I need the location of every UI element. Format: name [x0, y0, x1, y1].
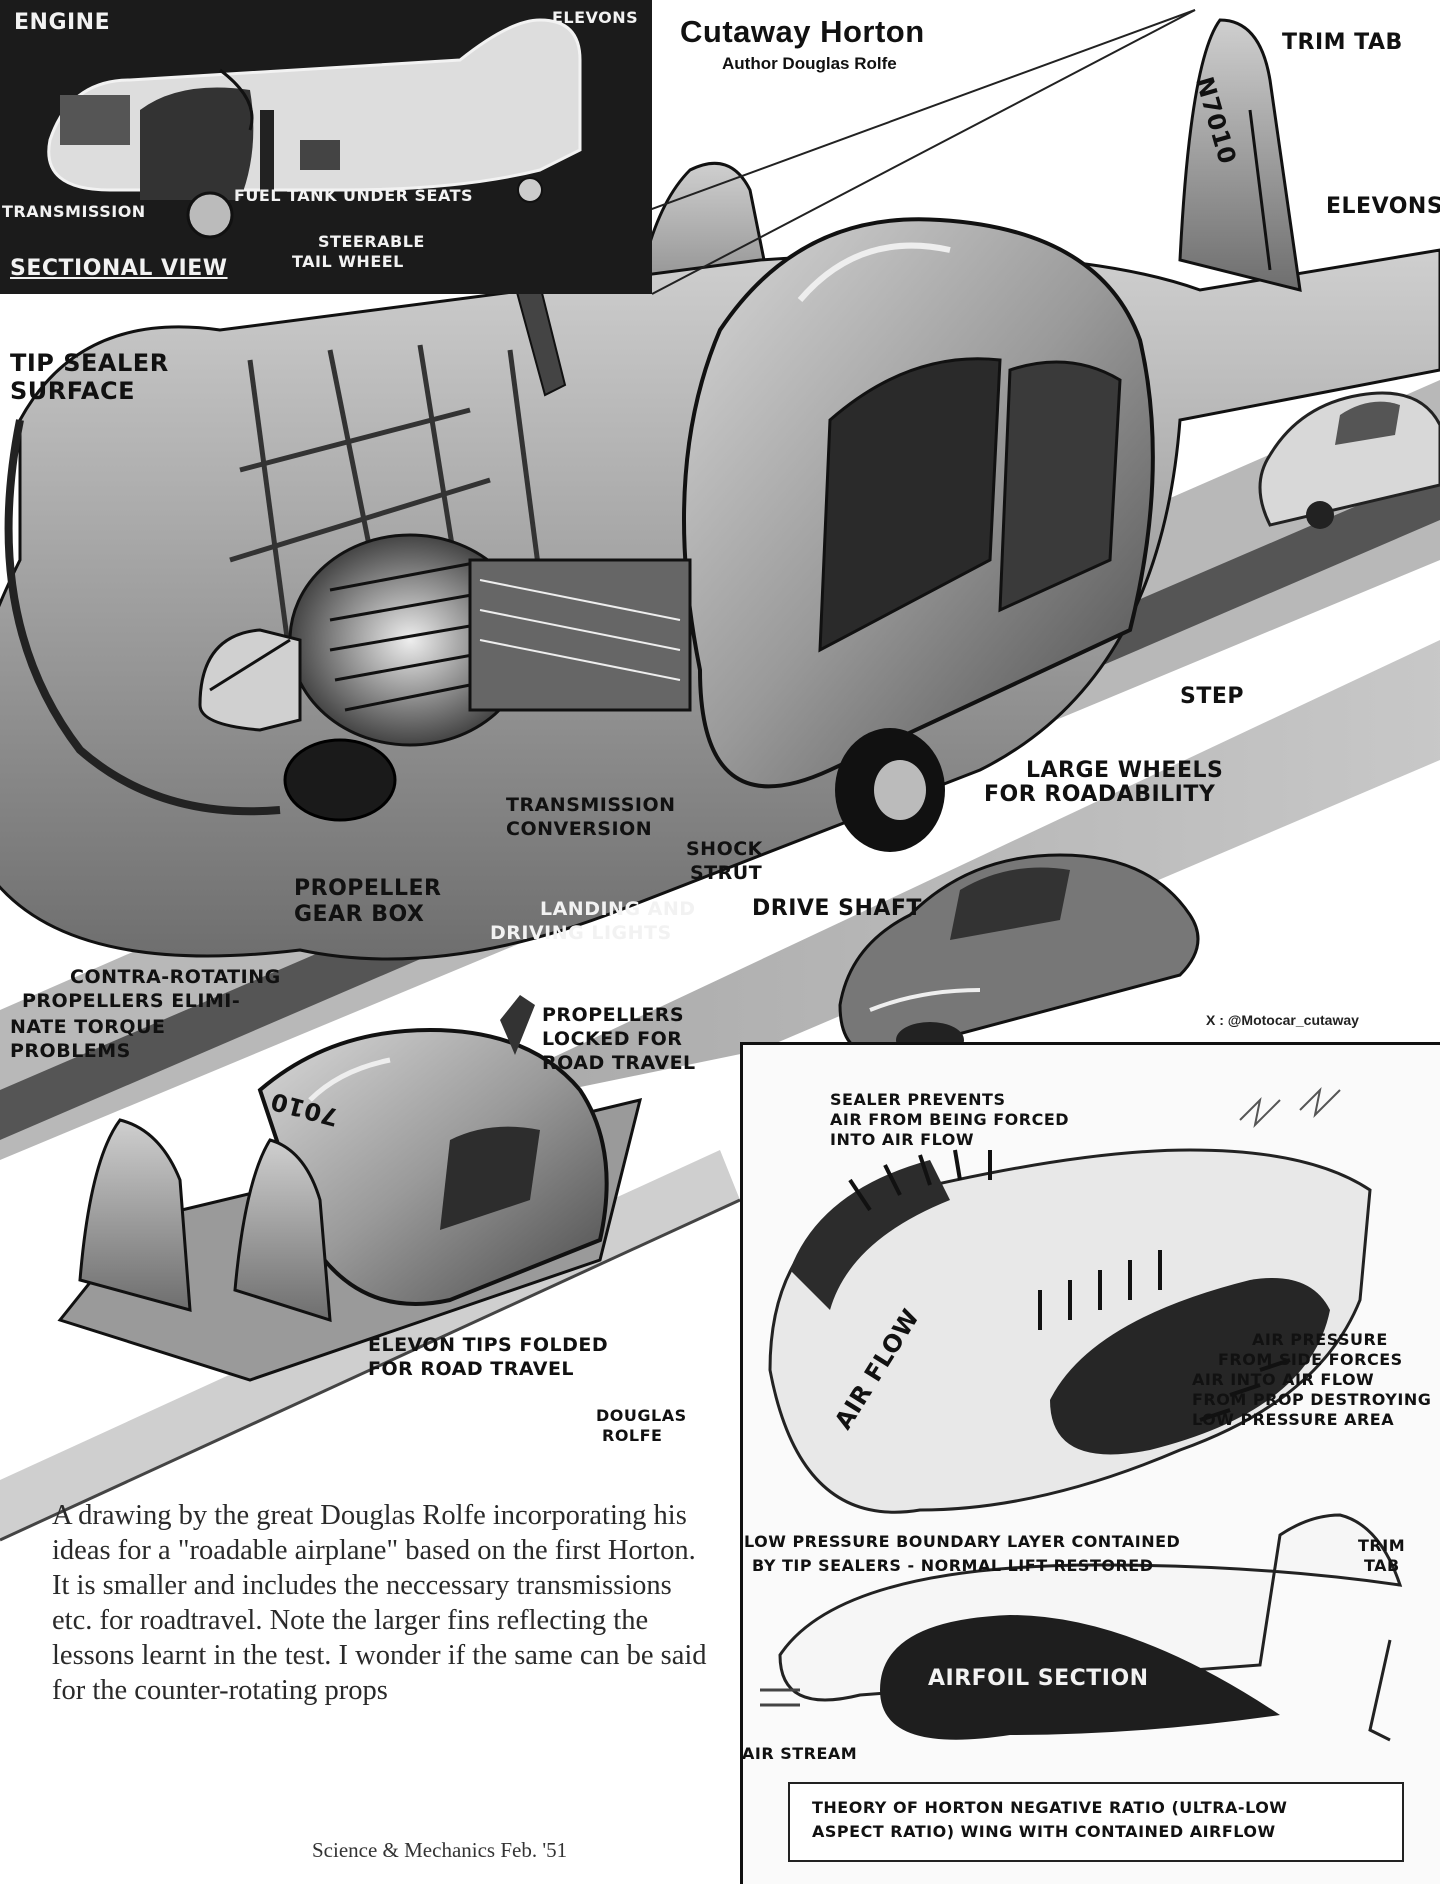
label-contra-4: PROBLEMS: [10, 1040, 131, 1062]
tail-fin-front: [1178, 18, 1302, 292]
folded-road-config: [57, 995, 643, 1382]
label-low-pressure-1: LOW PRESSURE BOUNDARY LAYER CONTAINED: [744, 1532, 1181, 1551]
label-air-pressure-1: AIR PRESSURE: [1252, 1330, 1388, 1349]
theory-caption-box: [788, 1782, 1404, 1862]
propeller-spinner: [198, 628, 302, 732]
label-section-elevons: ELEVONS: [552, 8, 639, 27]
label-elevons: ELEVONS: [1326, 194, 1440, 219]
label-large-wheels: LARGE WHEELS: [1026, 758, 1224, 783]
label-strut: STRUT: [690, 862, 763, 884]
label-airstream: AIR STREAM: [742, 1744, 858, 1763]
label-props-locked-1: PROPELLERS: [542, 1004, 685, 1026]
label-inset-tab: TAB: [1364, 1556, 1400, 1575]
cabin-shell: [682, 217, 1155, 789]
label-contra-2: PROPELLERS ELIMI-: [22, 990, 241, 1012]
label-props-locked-3: ROAD TRAVEL: [542, 1052, 696, 1074]
label-elevon-tips-2: FOR ROAD TRAVEL: [368, 1358, 575, 1380]
label-contra-1: CONTRA-ROTATING: [70, 966, 281, 988]
label-propeller: PROPELLER: [294, 876, 442, 901]
label-engine: ENGINE: [14, 10, 111, 35]
background-car-middle: [838, 853, 1200, 1058]
label-step: STEP: [1180, 684, 1245, 709]
label-drive-shaft: DRIVE SHAFT: [752, 896, 922, 921]
label-transmission-conversion-2: CONVERSION: [506, 818, 653, 840]
caption-text: A drawing by the great Douglas Rolfe inc…: [52, 1500, 707, 1706]
label-gear-box: GEAR BOX: [294, 902, 425, 927]
label-steerable: STEERABLE: [318, 232, 425, 251]
label-theory-2: ASPECT RATIO) WING WITH CONTAINED AIRFLO…: [812, 1822, 1276, 1841]
label-contra-3: NATE TORQUE: [10, 1016, 166, 1038]
sectional-view-drawing: [47, 18, 582, 239]
author-line: Author Douglas Rolfe: [722, 54, 897, 73]
label-landing-lights-2: DRIVING LIGHTS: [490, 922, 672, 944]
label-sealer-2: AIR FROM BEING FORCED: [830, 1110, 1070, 1129]
label-transmission-conversion-1: TRANSMISSION: [506, 794, 676, 816]
label-air-pressure-5: LOW PRESSURE AREA: [1192, 1410, 1395, 1429]
label-landing-lights-1: LANDING AND: [540, 898, 696, 920]
sectional-view-panel: [0, 0, 652, 294]
label-fuel-tank: FUEL TANK UNDER SEATS: [234, 186, 474, 205]
label-sealer-1: SEALER PREVENTS: [830, 1090, 1006, 1109]
label-theory-1: THEORY OF HORTON NEGATIVE RATIO (ULTRA-L…: [812, 1798, 1288, 1817]
label-shock: SHOCK: [686, 838, 763, 860]
page-title: Cutaway Horton: [680, 14, 925, 49]
label-air-pressure-3: AIR INTO AIR FLOW: [1192, 1370, 1375, 1389]
social-credit: X : @Motocar_cutaway: [1206, 1012, 1359, 1028]
label-low-pressure-2: BY TIP SEALERS - NORMAL LIFT RESTORED: [752, 1556, 1154, 1575]
label-tip-sealer: TIP SEALER: [10, 349, 169, 377]
label-sealer-3: INTO AIR FLOW: [830, 1130, 974, 1149]
label-for-roadability: FOR ROADABILITY: [984, 782, 1216, 807]
engine-assembly: [283, 533, 945, 852]
label-props-locked-2: LOCKED FOR: [542, 1028, 683, 1050]
label-air-pressure-4: FROM PROP DESTROYING: [1192, 1390, 1432, 1409]
label-elevon-tips-1: ELEVON TIPS FOLDED: [368, 1334, 609, 1356]
label-tail-wheel: TAIL WHEEL: [292, 252, 404, 271]
label-air-pressure-2: FROM SIDE FORCES: [1218, 1350, 1403, 1369]
signature-douglas: DOUGLAS: [596, 1406, 687, 1425]
signature-rolfe: ROLFE: [602, 1426, 663, 1445]
label-trim-tab: TRIM TAB: [1282, 30, 1403, 55]
label-transmission: TRANSMISSION: [2, 202, 146, 221]
label-airfoil-section: AIRFOIL SECTION: [928, 1666, 1149, 1691]
label-tip-sealer-surface: SURFACE: [10, 377, 135, 405]
label-sectional-view: SECTIONAL VIEW: [10, 256, 228, 281]
source-citation: Science & Mechanics Feb. '51: [312, 1838, 568, 1862]
background-car-top: [1258, 391, 1440, 529]
label-inset-trim: TRIM: [1358, 1536, 1406, 1555]
